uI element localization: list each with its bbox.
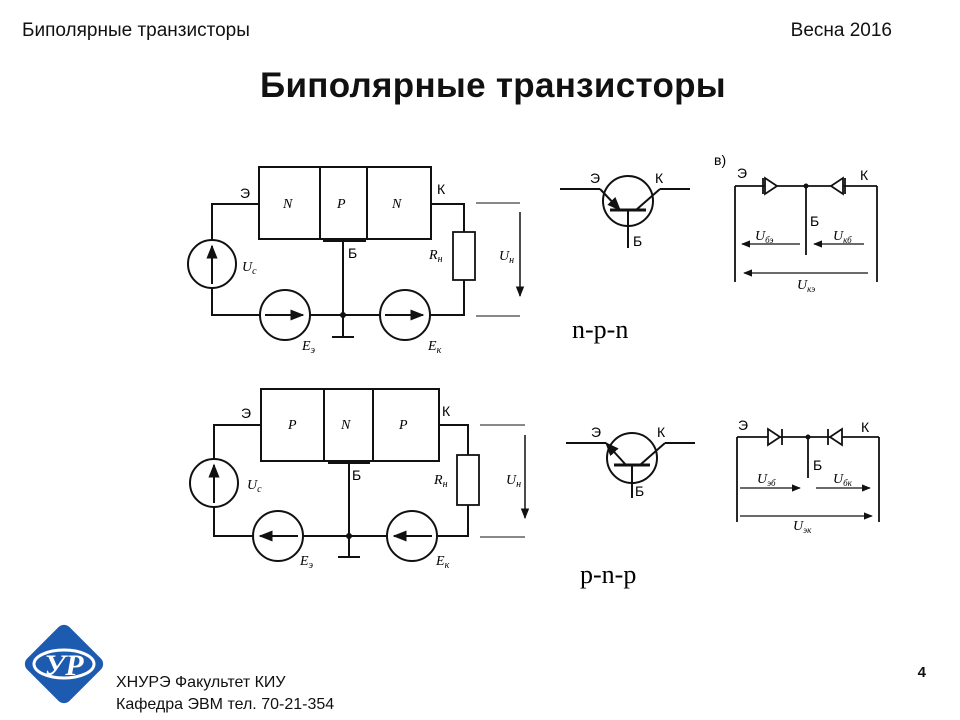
npn-uc-label: Uс bbox=[242, 260, 257, 277]
npn-symbol-b: Б bbox=[633, 233, 642, 249]
npn-ek-label: Eк bbox=[427, 339, 442, 356]
pnp-rn-label: Rн bbox=[433, 473, 448, 490]
footer-institution: ХНУРЭ Факультет КИУ bbox=[116, 674, 286, 691]
pnp-symbol-b: Б bbox=[635, 483, 644, 499]
pnp-u1: Uэб bbox=[757, 472, 776, 488]
npn-eq-e: Э bbox=[737, 165, 747, 181]
pnp-circuit bbox=[189, 388, 530, 562]
pnp-region-2: N bbox=[340, 418, 351, 433]
header-left-text: Биполярные транзисторы bbox=[22, 20, 250, 41]
university-logo: УР bbox=[24, 624, 104, 704]
pnp-symbol-e: Э bbox=[591, 424, 601, 440]
npn-region-2: P bbox=[336, 197, 346, 212]
npn-rn-label: Rн bbox=[428, 248, 443, 265]
pnp-type-label: p-n-p bbox=[580, 560, 636, 589]
pnp-u3: Uэк bbox=[793, 519, 812, 535]
logo-text: УР bbox=[44, 649, 84, 682]
npn-emitter-label: Э bbox=[240, 185, 250, 201]
npn-base-label: Б bbox=[348, 245, 357, 261]
pnp-region-1: P bbox=[287, 418, 297, 433]
npn-region-3: N bbox=[391, 197, 402, 212]
slide-title: Биполярные транзисторы bbox=[259, 66, 726, 105]
pnp-eq-e: Э bbox=[738, 417, 748, 433]
pnp-ek-label: Eк bbox=[435, 554, 450, 571]
pnp-symbol-c: К bbox=[657, 424, 666, 440]
pnp-uc-label: Uс bbox=[247, 478, 262, 495]
npn-collector-label: К bbox=[437, 181, 446, 197]
page-number: 4 bbox=[917, 664, 926, 681]
npn-symbol-c: К bbox=[655, 170, 664, 186]
npn-circuit bbox=[187, 166, 525, 341]
npn-u2: Uкб bbox=[833, 229, 852, 245]
pnp-eq-c: К bbox=[861, 419, 870, 435]
npn-u3: Uкэ bbox=[797, 278, 815, 294]
npn-type-label: n-p-n bbox=[572, 315, 628, 344]
npn-u1: Uбэ bbox=[755, 229, 774, 245]
pnp-u2: Uбк bbox=[833, 472, 853, 488]
pnp-collector-label: К bbox=[442, 403, 451, 419]
pnp-symbol bbox=[566, 432, 695, 498]
pnp-un-label: Uн bbox=[506, 473, 521, 490]
pnp-base-label: Б bbox=[352, 467, 361, 483]
npn-un-label: Uн bbox=[499, 249, 514, 266]
eq-tag: в) bbox=[714, 152, 726, 168]
header-right-text: Весна 2016 bbox=[790, 20, 892, 41]
pnp-eq-b: Б bbox=[813, 457, 822, 473]
footer-department: Кафедра ЭВМ тел. 70-21-354 bbox=[116, 696, 335, 713]
pnp-region-3: P bbox=[398, 418, 408, 433]
npn-symbol-e: Э bbox=[590, 170, 600, 186]
npn-eq-b: Б bbox=[810, 213, 819, 229]
npn-region-1: N bbox=[282, 197, 293, 212]
npn-eq-c: К bbox=[860, 167, 869, 183]
pnp-ee-label: Eэ bbox=[299, 554, 314, 571]
npn-symbol bbox=[560, 175, 690, 248]
npn-ee-label: Eэ bbox=[301, 339, 316, 356]
pnp-emitter-label: Э bbox=[241, 405, 251, 421]
